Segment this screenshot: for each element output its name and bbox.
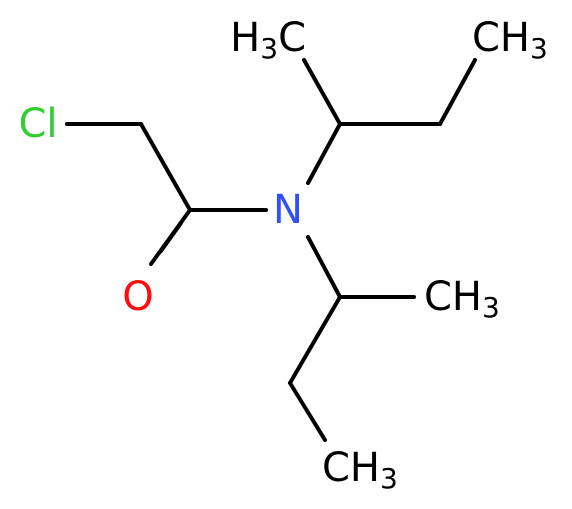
oxygen-label: O bbox=[122, 274, 153, 320]
bond-lower-ch2-ch3 bbox=[288, 381, 327, 442]
bond-ch2-carbonyl bbox=[139, 122, 192, 212]
methyl-bottom-main: CH bbox=[322, 445, 380, 491]
methyl-top-left-main: H bbox=[230, 15, 260, 61]
methyl-mid-right-main: CH bbox=[424, 274, 482, 320]
bond-carbonyl-o-inner bbox=[159, 221, 183, 253]
bond-upper-ch2-ch3 bbox=[438, 58, 477, 126]
bond-n-upper-ch bbox=[306, 122, 342, 185]
bond-upper-ch-methyl bbox=[302, 58, 342, 126]
methyl-top-right-main: CH bbox=[472, 15, 530, 61]
methyl-mid-right-sub: 3 bbox=[482, 291, 500, 324]
methyl-top-left-sub: 3 bbox=[260, 32, 278, 65]
chlorine-text: Cl bbox=[18, 101, 57, 147]
bonds bbox=[65, 58, 477, 442]
bond-n-lower-ch bbox=[306, 235, 342, 299]
nitrogen-text: N bbox=[273, 187, 303, 233]
atom-labels: Cl N O H3C CH3 CH3 CH3 bbox=[18, 15, 547, 495]
methyl-top-left-label: H3C bbox=[230, 15, 306, 65]
chlorine-label: Cl bbox=[18, 101, 57, 147]
methyl-top-left-tail: C bbox=[278, 15, 306, 61]
bond-lower-ch-ch2 bbox=[288, 295, 342, 385]
methyl-top-right-sub: 3 bbox=[530, 32, 548, 65]
methyl-bottom-sub: 3 bbox=[380, 462, 398, 495]
methyl-top-right-label: CH3 bbox=[472, 15, 548, 65]
nitrogen-label: N bbox=[273, 187, 303, 233]
oxygen-text: O bbox=[122, 274, 153, 320]
methyl-bottom-label: CH3 bbox=[322, 445, 398, 495]
methyl-mid-right-label: CH3 bbox=[424, 274, 500, 324]
